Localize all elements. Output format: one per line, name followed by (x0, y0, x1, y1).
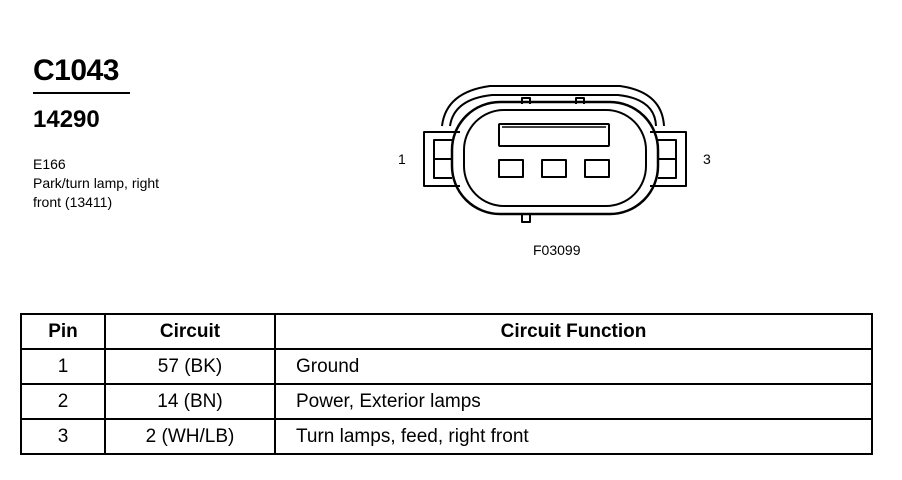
connector-latch (441, 85, 665, 127)
connector-description: E166 Park/turn lamp, right front (13411) (33, 155, 159, 212)
table-header-row: Pin Circuit Circuit Function (20, 313, 873, 350)
pinout-table: Pin Circuit Circuit Function 1 57 (BK) G… (20, 313, 873, 455)
table-row: 3 2 (WH/LB) Turn lamps, feed, right fron… (20, 418, 873, 455)
table-row: 2 14 (BN) Power, Exterior lamps (20, 383, 873, 420)
terminal-cavity-3 (584, 159, 610, 178)
part-number: 14290 (33, 106, 100, 133)
cell-pin: 3 (20, 418, 106, 455)
cell-circuit: 14 (BN) (104, 383, 276, 420)
pin-label-right: 3 (703, 151, 711, 167)
connector-id: C1043 (33, 54, 119, 87)
left-ear (423, 131, 460, 187)
cell-pin: 1 (20, 348, 106, 385)
figure-id: F03099 (533, 242, 581, 258)
terminal-cavity-1 (498, 159, 524, 178)
title-underline (33, 92, 130, 94)
bottom-key (521, 214, 531, 223)
connector-face-diagram (423, 85, 687, 223)
description-line: Park/turn lamp, right (33, 175, 160, 191)
connector-body-inner (463, 109, 647, 207)
description-line: E166 (33, 156, 66, 172)
cell-function: Power, Exterior lamps (274, 383, 873, 420)
header-pin: Pin (20, 313, 106, 350)
connector-latch-inner (449, 94, 657, 127)
terminal-cavity-2 (541, 159, 567, 178)
table-row: 1 57 (BK) Ground (20, 348, 873, 385)
right-ear (650, 131, 687, 187)
pin-label-left: 1 (398, 151, 406, 167)
cell-function: Turn lamps, feed, right front (274, 418, 873, 455)
cell-function: Ground (274, 348, 873, 385)
cell-circuit: 2 (WH/LB) (104, 418, 276, 455)
cell-circuit: 57 (BK) (104, 348, 276, 385)
key-slot (498, 123, 610, 147)
cell-pin: 2 (20, 383, 106, 420)
connector-body (450, 100, 660, 216)
header-circuit-function: Circuit Function (274, 313, 873, 350)
description-line: front (13411) (33, 194, 113, 210)
header-circuit: Circuit (104, 313, 276, 350)
